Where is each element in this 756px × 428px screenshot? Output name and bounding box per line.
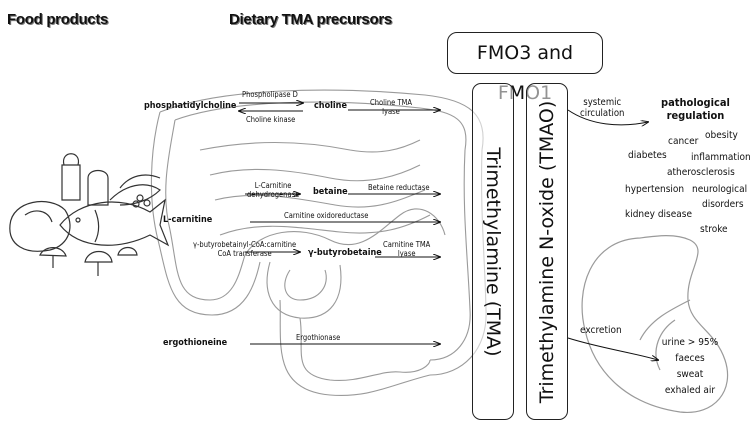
enzyme-gbb-coa-transferase: γ-butyrobetainyl-CoA:carnitine CoA trans… (193, 240, 296, 258)
excretion-sweat: sweat (676, 369, 704, 380)
condition-stroke: stroke (700, 224, 728, 235)
compound-choline: choline (314, 101, 347, 111)
pathological-title-line1: pathological (661, 96, 730, 109)
excretion-label: excretion (580, 325, 622, 336)
arrow-to-excretion (567, 337, 658, 360)
header-food-products: Food products (7, 11, 109, 28)
enzyme-choline-tma-lyase-line2: lyase (382, 107, 400, 116)
circulation-line2: circulation (580, 108, 625, 119)
compound-phosphatidylcholine: phosphatidylcholine (144, 101, 237, 111)
compound-l-carnitine: L-carnitine (163, 215, 213, 225)
enzyme-lcarn-dh-line2: dehydrogenase (247, 190, 300, 199)
header-dietary-precursors: Dietary TMA precursors (229, 11, 392, 28)
condition-cancer: cancer (668, 136, 699, 147)
enzyme-l-carnitine-dehydrogenase: L-Carnitine dehydrogenase (247, 181, 299, 199)
enzyme-betaine-reductase: Betaine reductase (368, 183, 430, 192)
fmo-box: FMO3 and FMO1 (447, 32, 603, 104)
excretion-routes: urine > 95% faeces sweat exhaled air (660, 335, 720, 399)
arrow-to-circulation (567, 109, 648, 125)
enzyme-carnitine-tma-lyase: Carnitine TMA lyase (383, 240, 430, 258)
excretion-faeces: faeces (675, 353, 705, 364)
condition-hypertension: hypertension (625, 184, 685, 195)
excretion-urine: urine > 95% (661, 337, 719, 348)
tma-column: Trimethylamine (TMA) (472, 83, 514, 420)
enzyme-gbb-line2: CoA transferase (217, 249, 272, 258)
kidney-sketch (581, 235, 729, 413)
enzyme-choline-kinase: Choline kinase (246, 115, 296, 124)
condition-diabetes: diabetes (628, 150, 667, 161)
compound-ergothioneine: ergothioneine (163, 338, 228, 348)
condition-inflammation: inflammation (691, 152, 751, 163)
enzyme-carnitine-tma-lyase-line2: lyase (397, 249, 416, 258)
enzyme-carnitine-tma-lyase-line1: Carnitine TMA (383, 240, 431, 249)
condition-neurological: neurological (692, 184, 748, 195)
compound-betaine: betaine (313, 187, 348, 197)
enzyme-lcarn-dh-line1: L-Carnitine (254, 181, 292, 190)
enzyme-gbb-line1: γ-butyrobetainyl-CoA:carnitine (193, 240, 297, 249)
systemic-circulation: systemic circulation (580, 97, 624, 119)
condition-disorders: disorders (702, 199, 744, 210)
tmao-column: Trimethylamine N-oxide (TMAO) (526, 83, 568, 420)
enzyme-phospholipase-d: Phospholipase D (242, 90, 298, 99)
enzyme-ergothionase: Ergothionase (296, 333, 341, 342)
condition-kidney-disease: kidney disease (625, 209, 693, 220)
enzyme-choline-tma-lyase: Choline TMA lyase (370, 98, 412, 116)
pathological-title-line2: regulation (666, 109, 725, 122)
pathological-regulation-title: pathological regulation (661, 96, 730, 122)
enzyme-choline-tma-lyase-line1: Choline TMA (370, 98, 412, 107)
condition-atherosclerosis: atherosclerosis (667, 167, 735, 178)
circulation-line1: systemic (583, 97, 622, 108)
compound-gamma-butyrobetaine: γ-butyrobetaine (308, 248, 382, 258)
tmao-label: Trimethylamine N-oxide (TMAO) (536, 100, 558, 403)
food-sketch (9, 153, 170, 276)
enzyme-carnitine-oxidoreductase: Carnitine oxidoreductase (284, 211, 369, 220)
condition-obesity: obesity (705, 130, 738, 141)
tma-label: Trimethylamine (TMA) (482, 146, 504, 357)
excretion-exhaled-air: exhaled air (664, 385, 716, 396)
